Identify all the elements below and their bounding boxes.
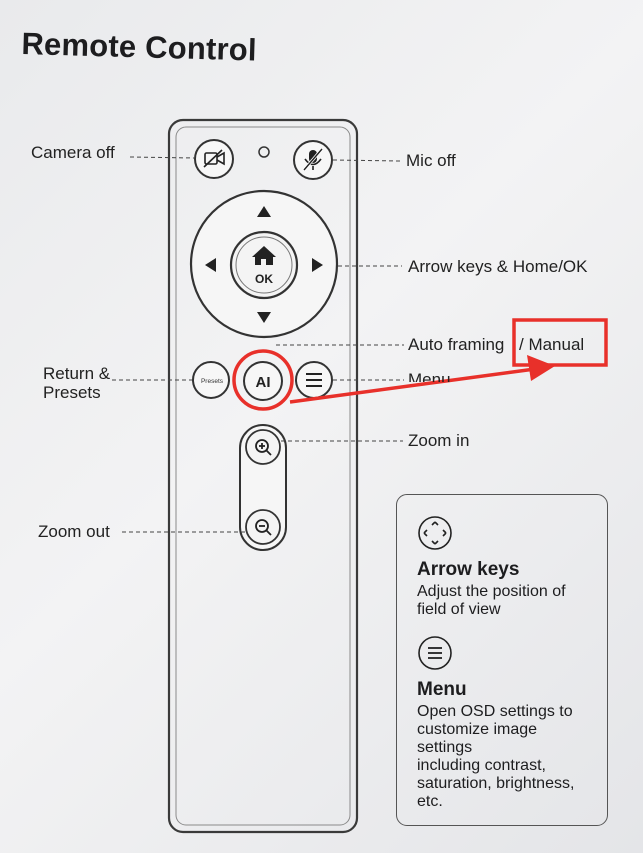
menu-icon <box>418 636 452 670</box>
info-arrow-line: Adjust the position of <box>417 583 566 600</box>
arrow-right-icon <box>312 258 323 272</box>
indicator-light <box>258 146 270 158</box>
zoom-in-button <box>245 429 281 465</box>
return-button: Presets <box>192 361 230 399</box>
ai-button: AI <box>243 361 283 401</box>
info-menu-line: etc. <box>417 793 443 810</box>
manual-highlight-box <box>512 318 608 367</box>
label-return-presets-line1: Return & <box>43 364 111 383</box>
highlight-arrow-shaft <box>289 367 536 404</box>
label-camera-off: Camera off <box>31 143 115 162</box>
ai-label: AI <box>256 374 271 391</box>
label-menu: Menu <box>408 370 451 382</box>
info-menu-title: Menu <box>417 679 467 700</box>
label-mic-off: Mic off <box>406 151 456 170</box>
home-icon <box>252 246 276 265</box>
info-menu-line: including contrast, <box>417 757 546 774</box>
highlight-arrow-head <box>527 355 555 381</box>
highlight-annotation <box>232 318 608 411</box>
camera-off-icon <box>203 149 225 168</box>
label-arrow-keys-home-ok: Arrow keys & Home/OK <box>408 257 588 276</box>
mic-off-button <box>293 140 333 180</box>
info-arrow-keys-title: Arrow keys <box>417 559 520 580</box>
remote-body <box>167 118 359 834</box>
arrow-left-icon <box>205 258 216 272</box>
leader-mic-off <box>332 159 401 162</box>
label-return-presets: Return & Presets <box>43 364 153 402</box>
return-button-label: Presets <box>201 378 224 385</box>
info-box: Arrow keys Adjust the position of field … <box>396 494 608 826</box>
dpad: OK <box>189 189 339 339</box>
arrow-keys-icon <box>418 516 452 550</box>
info-menu-line: settings <box>417 739 473 756</box>
label-zoom-in: Zoom in <box>408 431 470 450</box>
mic-off-icon <box>302 148 324 171</box>
arrow-up-icon <box>257 206 271 217</box>
remote-body-inner <box>175 126 351 826</box>
info-arrow-line: field of view <box>417 601 501 618</box>
camera-off-button <box>194 139 234 179</box>
info-arrow-keys-text: Adjust the position of field of view <box>417 583 609 619</box>
ai-highlight-ring <box>232 349 294 411</box>
leader-camera-off <box>129 156 196 159</box>
label-auto-framing: Auto framing <box>408 335 505 354</box>
info-menu-line: saturation, brightness, <box>417 775 575 792</box>
info-menu-text: Open OSD settings to customize image set… <box>417 703 609 811</box>
ok-label: OK <box>255 272 273 286</box>
zoom-in-icon <box>255 439 272 456</box>
info-menu-line: Open OSD settings to <box>417 703 573 720</box>
zoom-rocker <box>239 424 287 551</box>
menu-icon <box>306 373 322 387</box>
menu-button <box>295 361 333 399</box>
zoom-out-icon <box>255 519 272 536</box>
label-zoom-out: Zoom out <box>38 522 110 541</box>
label-manual: / Manual <box>519 335 585 354</box>
label-return-presets-line2: Presets <box>43 383 101 402</box>
zoom-out-button <box>245 509 281 545</box>
arrow-down-icon <box>257 312 271 323</box>
info-menu-line: customize image <box>417 721 538 738</box>
leader-lines <box>112 156 404 533</box>
